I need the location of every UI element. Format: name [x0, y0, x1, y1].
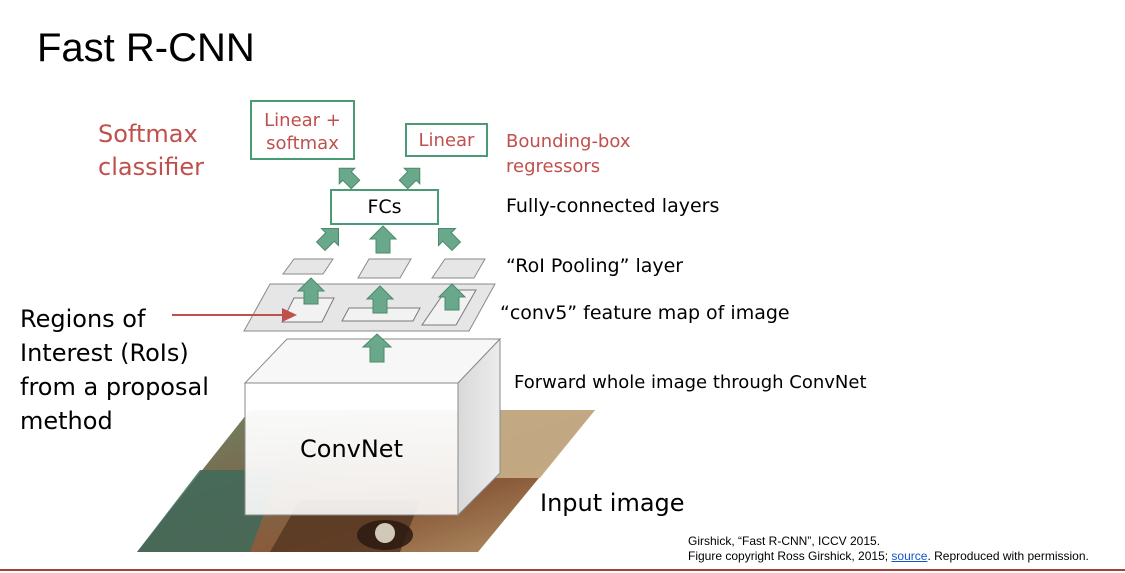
- softmax-classifier-line2: classifier: [98, 153, 204, 181]
- linear-softmax-label: Linear + softmax: [251, 109, 354, 155]
- fcs-box: [330, 189, 439, 225]
- input-image-label: Input image: [540, 489, 685, 517]
- arrow-roi-to-fc-right: [438, 228, 462, 252]
- arrow-conv5-to-roi-left: [296, 277, 326, 305]
- fcs-label: FCs: [367, 196, 402, 218]
- fully-connected-label: Fully-connected layers: [506, 195, 720, 217]
- flow-arrows: [296, 167, 467, 363]
- softmax-classifier-line1: Softmax: [98, 120, 198, 148]
- roi-pointer-arrow: [172, 308, 297, 322]
- linear-softmax-box: [250, 100, 355, 160]
- citation-line2: Figure copyright Ross Girshick, 2015; so…: [688, 549, 1089, 564]
- rois-line4: method: [20, 407, 113, 435]
- rois-line2: Interest (RoIs): [20, 339, 189, 367]
- linear-label: Linear: [418, 130, 475, 151]
- roi-pooled-features: [282, 258, 486, 279]
- softmax-classifier-label: Softmax classifier: [98, 118, 204, 184]
- bbox-regressors-label: Bounding-box regressors: [506, 129, 630, 179]
- arrow-fc-to-softmax: [338, 167, 361, 190]
- citation-line2-suffix: . Reproduced with permission.: [927, 549, 1089, 563]
- rois-line3: from a proposal: [20, 373, 209, 401]
- citation: Girshick, “Fast R-CNN”, ICCV 2015. Figur…: [688, 534, 1089, 564]
- convnet-label: ConvNet: [300, 435, 403, 463]
- bbox-regressors-line2: regressors: [506, 156, 601, 177]
- forward-label: Forward whole image through ConvNet: [514, 372, 867, 393]
- citation-line2-prefix: Figure copyright Ross Girshick, 2015;: [688, 549, 892, 563]
- bottom-rule: [0, 569, 1125, 571]
- arrow-roi-to-fc-middle: [368, 225, 398, 254]
- bbox-regressors-line1: Bounding-box: [506, 131, 631, 152]
- linear-softmax-label-line1: Linear +: [264, 110, 341, 131]
- arrow-fc-to-linear: [398, 167, 421, 190]
- arrow-roi-to-fc-left: [315, 228, 339, 252]
- rois-label: Regions of Interest (RoIs) from a propos…: [20, 302, 209, 438]
- slide-title: Fast R-CNN: [37, 26, 255, 70]
- arrow-conv5-to-roi-right: [437, 283, 467, 311]
- convnet-cube: [243, 337, 502, 517]
- roi-pooling-label: “RoI Pooling” layer: [506, 255, 684, 277]
- linear-box: [405, 123, 488, 157]
- linear-softmax-label-line2: softmax: [266, 133, 339, 154]
- rois-line1: Regions of: [20, 305, 146, 333]
- source-link[interactable]: source: [891, 549, 928, 563]
- arrow-cube-to-conv5: [361, 333, 393, 363]
- arrow-conv5-to-roi-middle: [365, 285, 395, 314]
- citation-line1: Girshick, “Fast R-CNN”, ICCV 2015.: [688, 534, 881, 548]
- conv5-label: “conv5” feature map of image: [500, 302, 790, 324]
